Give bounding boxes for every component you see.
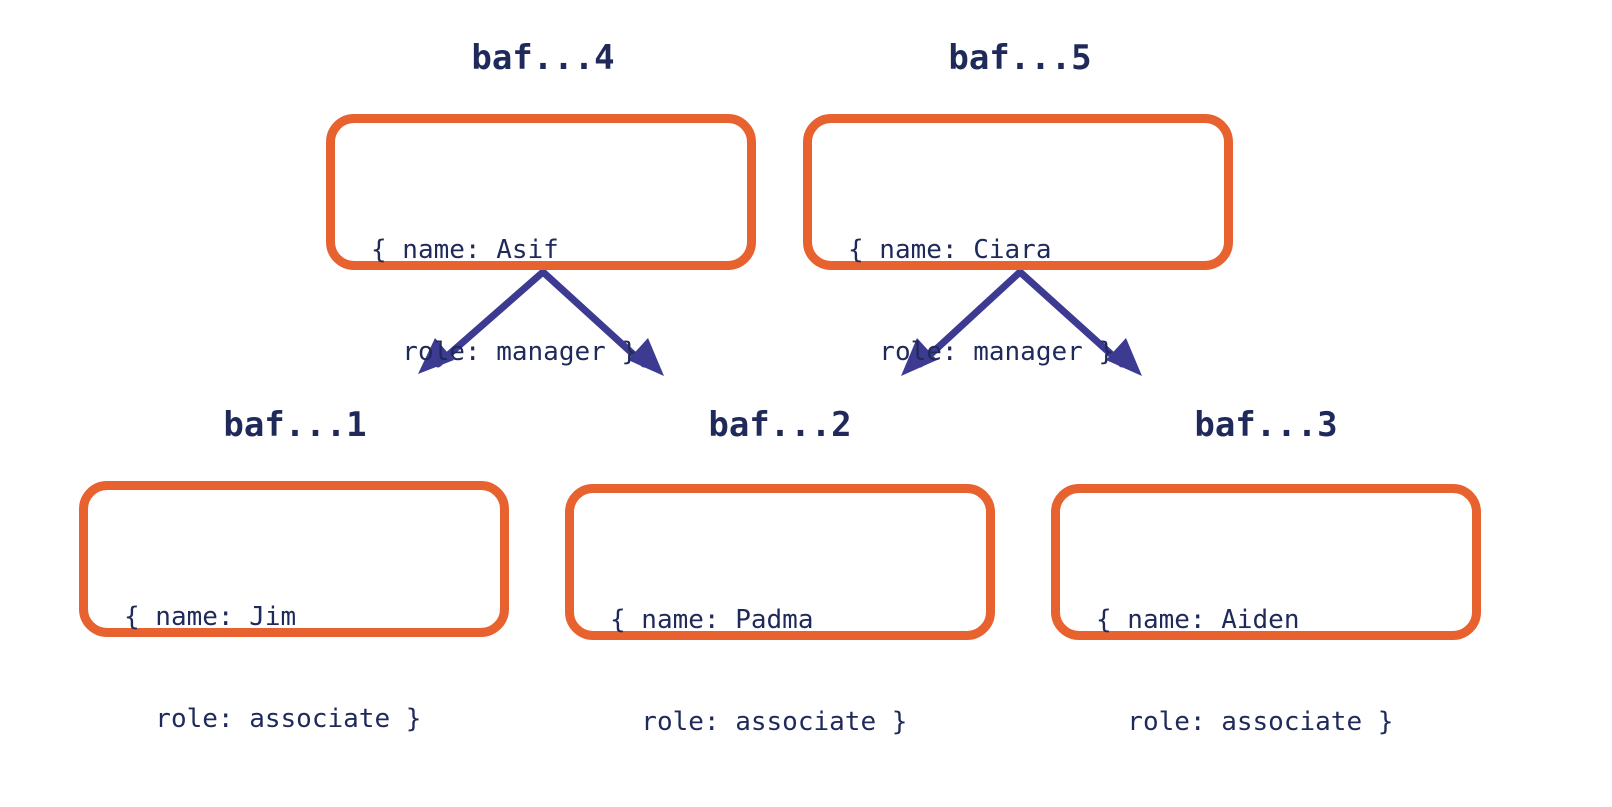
edge-4-to-1	[418, 268, 547, 374]
node-ciara-name: { name: Ciara	[848, 235, 1052, 265]
node-padma-role: role: associate }	[610, 707, 908, 737]
edge-5-to-3	[1016, 268, 1142, 376]
node-aiden: { name: Aiden role: associate }	[1051, 484, 1481, 737]
node-padma-name: { name: Padma	[610, 605, 814, 635]
node-asif-content: { name: Asif role: manager }	[371, 165, 637, 437]
node-aiden-content: { name: Aiden role: associate }	[1096, 535, 1393, 807]
node-ciara: { name: Ciara role: manager }	[803, 114, 1233, 367]
cid-label-2: baf...2	[708, 405, 852, 445]
node-jim-role: role: associate }	[124, 704, 422, 734]
edge-4-to-2	[539, 268, 664, 376]
node-jim: { name: Jim role: associate }	[79, 481, 509, 734]
cid-label-3: baf...3	[1194, 405, 1338, 445]
cid-label-5: baf...5	[948, 38, 1092, 78]
arrows-layer	[418, 268, 1142, 376]
node-ciara-content: { name: Ciara role: manager }	[848, 165, 1114, 437]
node-jim-name: { name: Jim	[124, 602, 297, 632]
node-padma-content: { name: Padma role: associate }	[610, 535, 907, 807]
node-aiden-role: role: associate }	[1096, 707, 1394, 737]
edge-5-to-2	[901, 268, 1024, 376]
node-jim-content: { name: Jim role: associate }	[124, 532, 421, 804]
cid-label-1: baf...1	[223, 405, 367, 445]
node-asif: { name: Asif role: manager }	[326, 114, 756, 367]
cid-label-4: baf...4	[471, 38, 615, 78]
node-aiden-name: { name: Aiden	[1096, 605, 1300, 635]
node-ciara-role: role: manager }	[848, 337, 1115, 367]
node-padma: { name: Padma role: associate }	[565, 484, 995, 737]
node-asif-name: { name: Asif	[371, 235, 559, 265]
node-asif-role: role: manager }	[371, 337, 638, 367]
